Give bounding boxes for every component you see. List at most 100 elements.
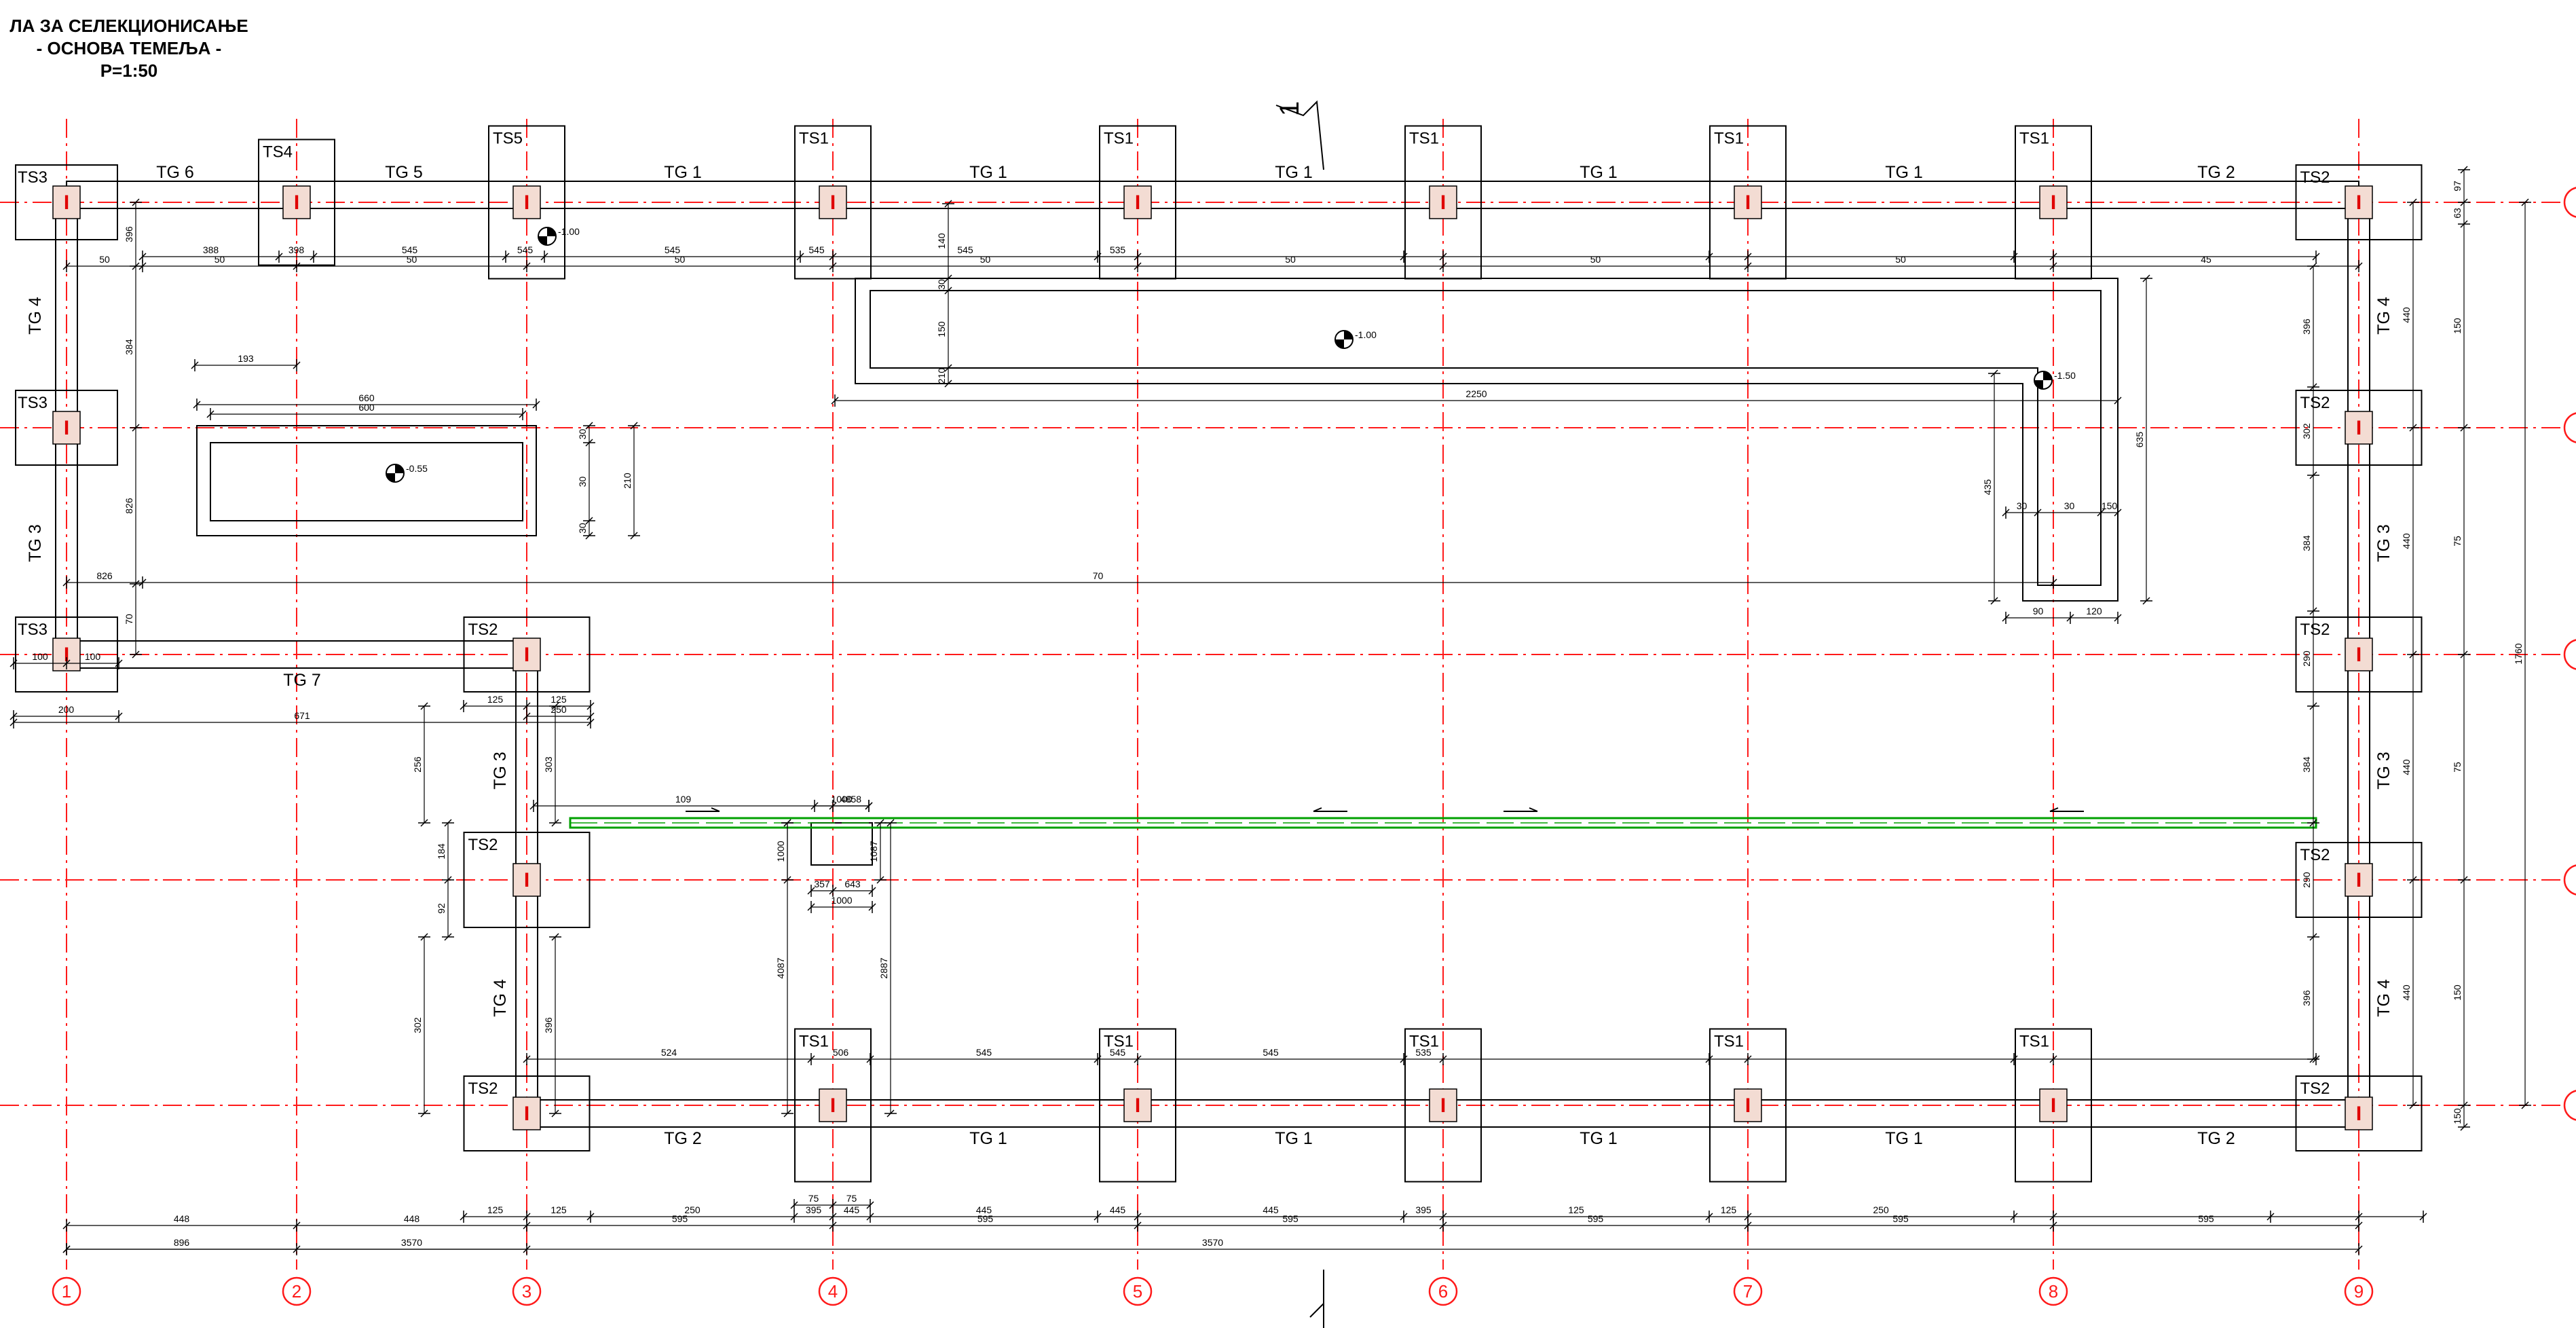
dim-396-tick	[549, 1109, 561, 1118]
dim-pit-height-text: 30	[577, 477, 588, 487]
dim-left-396-tick	[130, 262, 142, 270]
column-7	[1734, 185, 1762, 219]
dim-top-col-text: 50	[99, 254, 110, 265]
footing-15	[463, 832, 591, 928]
grid-axis-bubble-7	[1733, 1276, 1763, 1306]
dim-right-a-text: 396	[2301, 318, 2312, 335]
dim-302-tick	[418, 1109, 430, 1118]
dim-pit-main-left-tick	[942, 287, 954, 295]
dim-bottom-row-tick	[1705, 1053, 1713, 1065]
dim-357-tick	[868, 885, 876, 897]
grid-axis-label: 7	[1743, 1281, 1753, 1302]
dim-bottom-row-text: 545	[1263, 1047, 1279, 1058]
pit-left-inner	[210, 442, 523, 521]
column-22	[2039, 1088, 2068, 1122]
column-8	[2039, 185, 2068, 219]
beam-label: TG 4	[2374, 297, 2393, 335]
column-19	[1123, 1088, 1152, 1122]
beam-label: TG 4	[2374, 979, 2393, 1017]
column-symbol-7: I	[1745, 191, 1751, 214]
grid-axis-bubble-row-1	[2563, 187, 2576, 218]
grid-axis-bubble-6	[1428, 1276, 1458, 1306]
dim-4087-tick	[781, 1109, 794, 1118]
column-16	[2345, 863, 2373, 897]
dim-pit-height-tick	[583, 517, 595, 525]
footing-18	[794, 1028, 872, 1183]
dim-bottom-totals-text: 445	[1110, 1204, 1126, 1215]
dim-top-tick	[275, 251, 283, 263]
dim-bottom-totals-tick	[866, 1211, 874, 1223]
column-13	[512, 638, 541, 671]
dim-pit-outer-tick	[193, 399, 201, 411]
dim-1000-b-tick	[868, 901, 876, 913]
dim-bottom-row-tick	[1094, 1053, 1102, 1065]
dim-bottom-totals-text: 125	[550, 1204, 567, 1215]
pit-main-inner	[870, 290, 2102, 586]
dim-top-text: 388	[203, 244, 219, 255]
column-21	[1734, 1088, 1762, 1122]
dim-bottom-axes-text: 448	[404, 1213, 420, 1224]
drawing-title: ЛА ЗА СЕЛЕКЦИОНИСАЊЕ - ОСНОВА ТЕМЕЉА - P…	[0, 15, 258, 82]
dim-pit-main-left-tick	[942, 274, 954, 282]
beam-label: TG 1	[664, 163, 702, 182]
dim-pit-inner-tick	[206, 408, 214, 420]
grid-axis-label: 5	[1133, 1281, 1142, 1302]
dim-right-a-text: 290	[2301, 650, 2312, 667]
dim-bottom-row-tick	[1134, 1053, 1142, 1065]
grid-axis-bubble-row-3	[2563, 639, 2576, 670]
dim-pit-outer-tick	[532, 399, 540, 411]
dim-pit-inner-tick	[519, 408, 527, 420]
dim-right-a-tick	[2307, 471, 2319, 479]
dim-top-col-tick	[2049, 260, 2057, 272]
dim-pit-width-tick	[293, 359, 301, 371]
dim-right-440-text: 440	[2401, 759, 2412, 775]
dim-axis3-foot-text: 125	[487, 694, 504, 705]
dim-green-1000-text: 1000	[831, 794, 852, 805]
footing-label: TS2	[2300, 168, 2330, 187]
dim-pit-height-text: 30	[577, 429, 588, 440]
dim-357-tick	[807, 885, 815, 897]
column-4	[819, 185, 847, 219]
dim-left-396-text: 70	[124, 614, 134, 625]
column-symbol-16: I	[2356, 869, 2362, 891]
dim-bottom-axes-text: 448	[174, 1213, 190, 1224]
dim-184-tick	[442, 876, 454, 884]
footing-22	[2015, 1028, 2092, 1183]
column-symbol-8: I	[2051, 191, 2056, 214]
dim-pit-main-bottom-tick	[2002, 506, 2010, 519]
dim-right-small-tick	[2458, 1123, 2470, 1131]
level-value: -1.00	[558, 226, 580, 237]
dim-right-a-tick	[2307, 702, 2319, 710]
section-mark-bottom	[1309, 1270, 1324, 1328]
dim-2887-tick	[884, 819, 897, 827]
dim-axis3-total-tick	[523, 710, 531, 722]
column-symbol-3: I	[524, 191, 529, 214]
dim-right-1760-tick	[2519, 1101, 2531, 1109]
section-mark-label: 1	[1275, 101, 1305, 116]
dim-right-440-text: 440	[2401, 307, 2412, 323]
dim-pit-total-text: 210	[622, 473, 633, 489]
column-symbol-5: I	[1135, 191, 1140, 214]
dim-right-440-tick	[2407, 198, 2419, 206]
column-10	[52, 411, 81, 445]
dim-green-4858-tick	[529, 800, 538, 812]
footing-label: TS3	[18, 621, 48, 639]
dim-right-small-text: 63	[2452, 208, 2463, 219]
dim-bottom-row-text: 506	[833, 1047, 849, 1058]
dim-right-440-text: 440	[2401, 984, 2412, 1001]
footing-23	[2295, 1075, 2423, 1151]
dim-bottom-axes-text: 595	[1282, 1213, 1299, 1224]
footing-14	[2295, 616, 2423, 693]
dim-pit-height-tick	[583, 439, 595, 447]
dim-bottom-axes-tick	[1134, 1219, 1142, 1232]
column-symbol-14: I	[2356, 644, 2362, 666]
dim-826-text: 70	[1093, 570, 1104, 581]
dim-pit-main-left-text: 30	[936, 279, 947, 290]
dim-357-tick	[829, 885, 837, 897]
dim-right-1760-tick	[2519, 198, 2531, 206]
footing-12	[15, 616, 118, 693]
dim-top-col-tick	[62, 260, 71, 272]
dim-bottom-totals-text: 445	[844, 1204, 860, 1215]
dim-left-foot-tick	[62, 657, 71, 669]
dim-pit-main-left-text: 210	[936, 368, 947, 384]
